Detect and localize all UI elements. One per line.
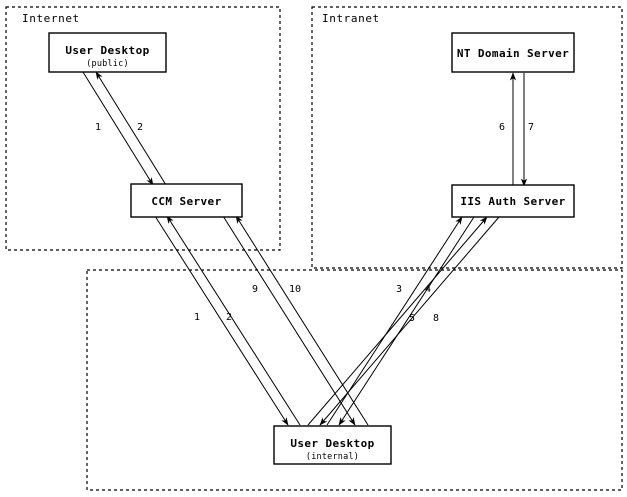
flow-line-step-8 [319, 216, 500, 426]
node-user-desktop-internal[interactable]: User Desktop (internal) [273, 425, 392, 465]
zone-intranet-label: Intranet [322, 12, 380, 25]
node-user-desktop-internal-subtitle: (internal) [306, 452, 359, 462]
step-label-8: 8 [433, 313, 439, 324]
node-nt-domain-server-title: NT Domain Server [457, 47, 569, 60]
node-user-desktop-internal-box[interactable] [273, 425, 392, 465]
node-iis-auth-server[interactable]: IIS Auth Server [451, 184, 575, 218]
node-ccm-server[interactable]: CCM Server [130, 183, 243, 218]
flow-public-desktop-ccm [82, 71, 167, 186]
step-label-9: 9 [252, 284, 258, 295]
node-ccm-server-box[interactable] [130, 183, 243, 218]
node-nt-domain-server[interactable]: NT Domain Server [451, 32, 575, 73]
node-iis-auth-server-title: IIS Auth Server [460, 195, 565, 208]
step-label-7: 7 [528, 122, 534, 133]
zone-internet-label: Internet [22, 12, 80, 25]
flow-line-step-1-internal [154, 215, 289, 426]
zone-internal-border [86, 269, 623, 491]
node-nt-domain-server-box[interactable] [451, 32, 575, 73]
node-user-desktop-internal-title: User Desktop [290, 437, 374, 450]
node-user-desktop-public-subtitle: (public) [86, 59, 129, 69]
flow-ccm-internal-desktop-right [222, 215, 369, 426]
flow-line-step-2-public [95, 71, 167, 186]
step-label-1-public: 1 [95, 122, 101, 133]
node-ccm-server-title: CCM Server [151, 195, 221, 208]
flow-iis-ntdomain [509, 72, 528, 187]
zone-internet-border [5, 6, 281, 251]
flow-iis-internal-desktop-b [307, 216, 500, 426]
flow-line-step-1-public [82, 71, 154, 186]
step-label-2-internal: 2 [226, 312, 232, 323]
step-label-3: 3 [396, 284, 402, 295]
step-label-5: 5 [409, 313, 415, 324]
node-user-desktop-public-title: User Desktop [65, 44, 149, 57]
step-label-6: 6 [499, 122, 505, 133]
flow-line-step-9 [222, 215, 356, 426]
flow-line-step-2-internal [166, 215, 301, 426]
step-label-2-public: 2 [137, 122, 143, 133]
step-label-4: 4 [425, 284, 431, 295]
flow-line-step-4 [338, 216, 475, 426]
node-user-desktop-public-box[interactable] [48, 32, 167, 73]
step-label-1-internal: 1 [194, 312, 200, 323]
step-label-10: 10 [289, 284, 301, 295]
flow-line-step-10 [235, 215, 369, 426]
node-user-desktop-public[interactable]: User Desktop (public) [48, 32, 167, 73]
flow-ccm-internal-desktop-left [154, 215, 301, 426]
node-iis-auth-server-box[interactable] [451, 184, 575, 218]
flow-iis-internal-desktop-a [326, 216, 475, 426]
zone-intranet-border [311, 6, 623, 269]
flow-line-step-5 [307, 216, 488, 426]
